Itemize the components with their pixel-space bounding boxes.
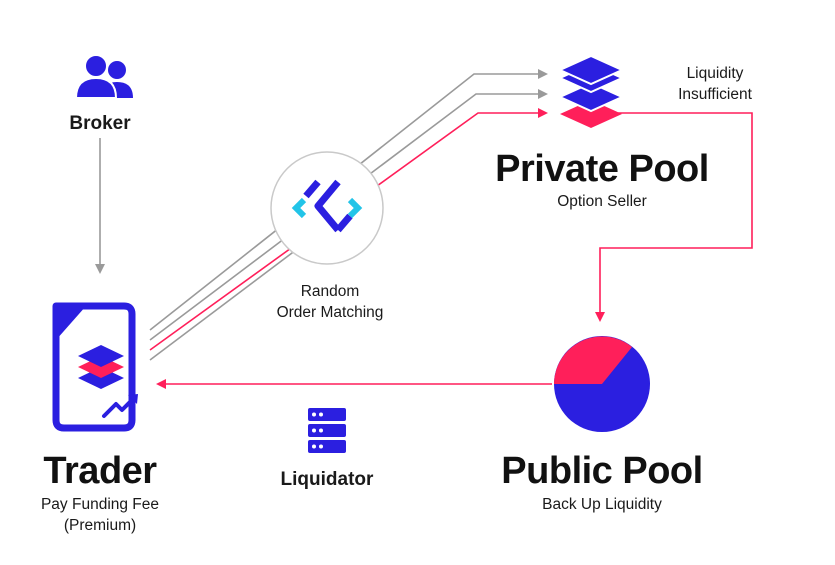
broker-label: Broker [69,113,131,134]
public-pool-subtitle: Back Up Liquidity [542,496,662,513]
users-icon [74,54,133,99]
matching-label-line2: Order Matching [276,304,384,321]
trader-to-private-pool-line-1 [149,69,548,331]
private-pool-subtitle: Option Seller [557,193,647,210]
private-pool-title: Private Pool [495,148,709,190]
matching-label-line1: Random [300,283,360,300]
private-to-public-pool-arrow [595,112,753,322]
server-icon [308,408,346,453]
layers-stack-icon [557,54,625,128]
document-layers-icon [52,302,138,432]
trader-to-private-pool-line-3 [149,108,548,351]
trader-title: Trader [43,450,157,492]
liquidity-note-line1: Liquidity [686,65,744,82]
liquidity-note-line2: Insufficient [678,86,752,103]
liquidator-label: Liquidator [280,469,374,490]
pie-chart-icon [554,336,650,432]
trader-subtitle-line1: Pay Funding Fee [40,496,160,513]
trader-to-private-pool-line-2 [149,89,548,341]
public-pool-title: Public Pool [501,450,703,492]
logo-icon [270,151,384,265]
trader-subtitle-line2: (Premium) [63,517,137,534]
